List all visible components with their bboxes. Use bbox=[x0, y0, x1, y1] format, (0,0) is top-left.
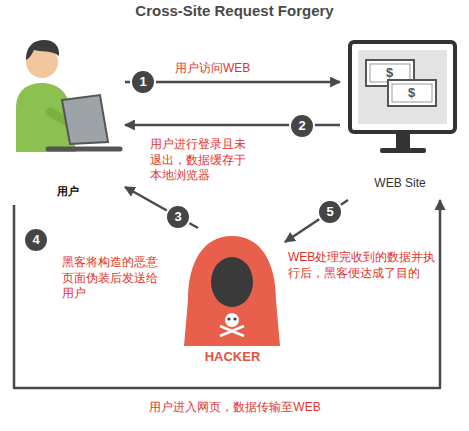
callout-number: 5 bbox=[317, 199, 343, 225]
callout-number: 1 bbox=[130, 69, 156, 95]
node-label: HACKER bbox=[180, 349, 285, 364]
callout-number: 3 bbox=[165, 204, 191, 230]
node-label: WEB Site bbox=[340, 176, 460, 190]
flow-arrow bbox=[14, 200, 440, 388]
website-node: WEB Site bbox=[340, 35, 460, 200]
callout-number: 2 bbox=[289, 113, 315, 139]
monitor-icon bbox=[350, 42, 455, 153]
currency-sign: $ bbox=[408, 86, 415, 100]
user-figure bbox=[16, 40, 120, 152]
edge-label: WEB处理完收到的数据并执行后，黑客便达成了目的 bbox=[288, 250, 440, 281]
node-label: 用户 bbox=[10, 184, 125, 199]
hacker-node: HACKER bbox=[180, 228, 285, 368]
flow-arrow bbox=[125, 81, 340, 84]
callout-number: 4 bbox=[23, 227, 49, 253]
user-node: 用户 bbox=[10, 35, 125, 205]
hacker-figure bbox=[184, 236, 280, 346]
flow-arrow bbox=[285, 200, 348, 242]
currency-sign: $ bbox=[386, 66, 393, 80]
diagram-title: Cross-Site Request Forgery bbox=[0, 2, 469, 19]
edge-label: 用户进行登录且未退出，数据缓存于本地浏览器 bbox=[150, 137, 252, 184]
edge-label: 用户访问WEB bbox=[175, 61, 285, 77]
edge-label: 用户进入网页，数据传输至WEB bbox=[100, 400, 370, 416]
edge-label: 黑客将构造的恶意页面伪装后发送给用户 bbox=[62, 255, 164, 302]
